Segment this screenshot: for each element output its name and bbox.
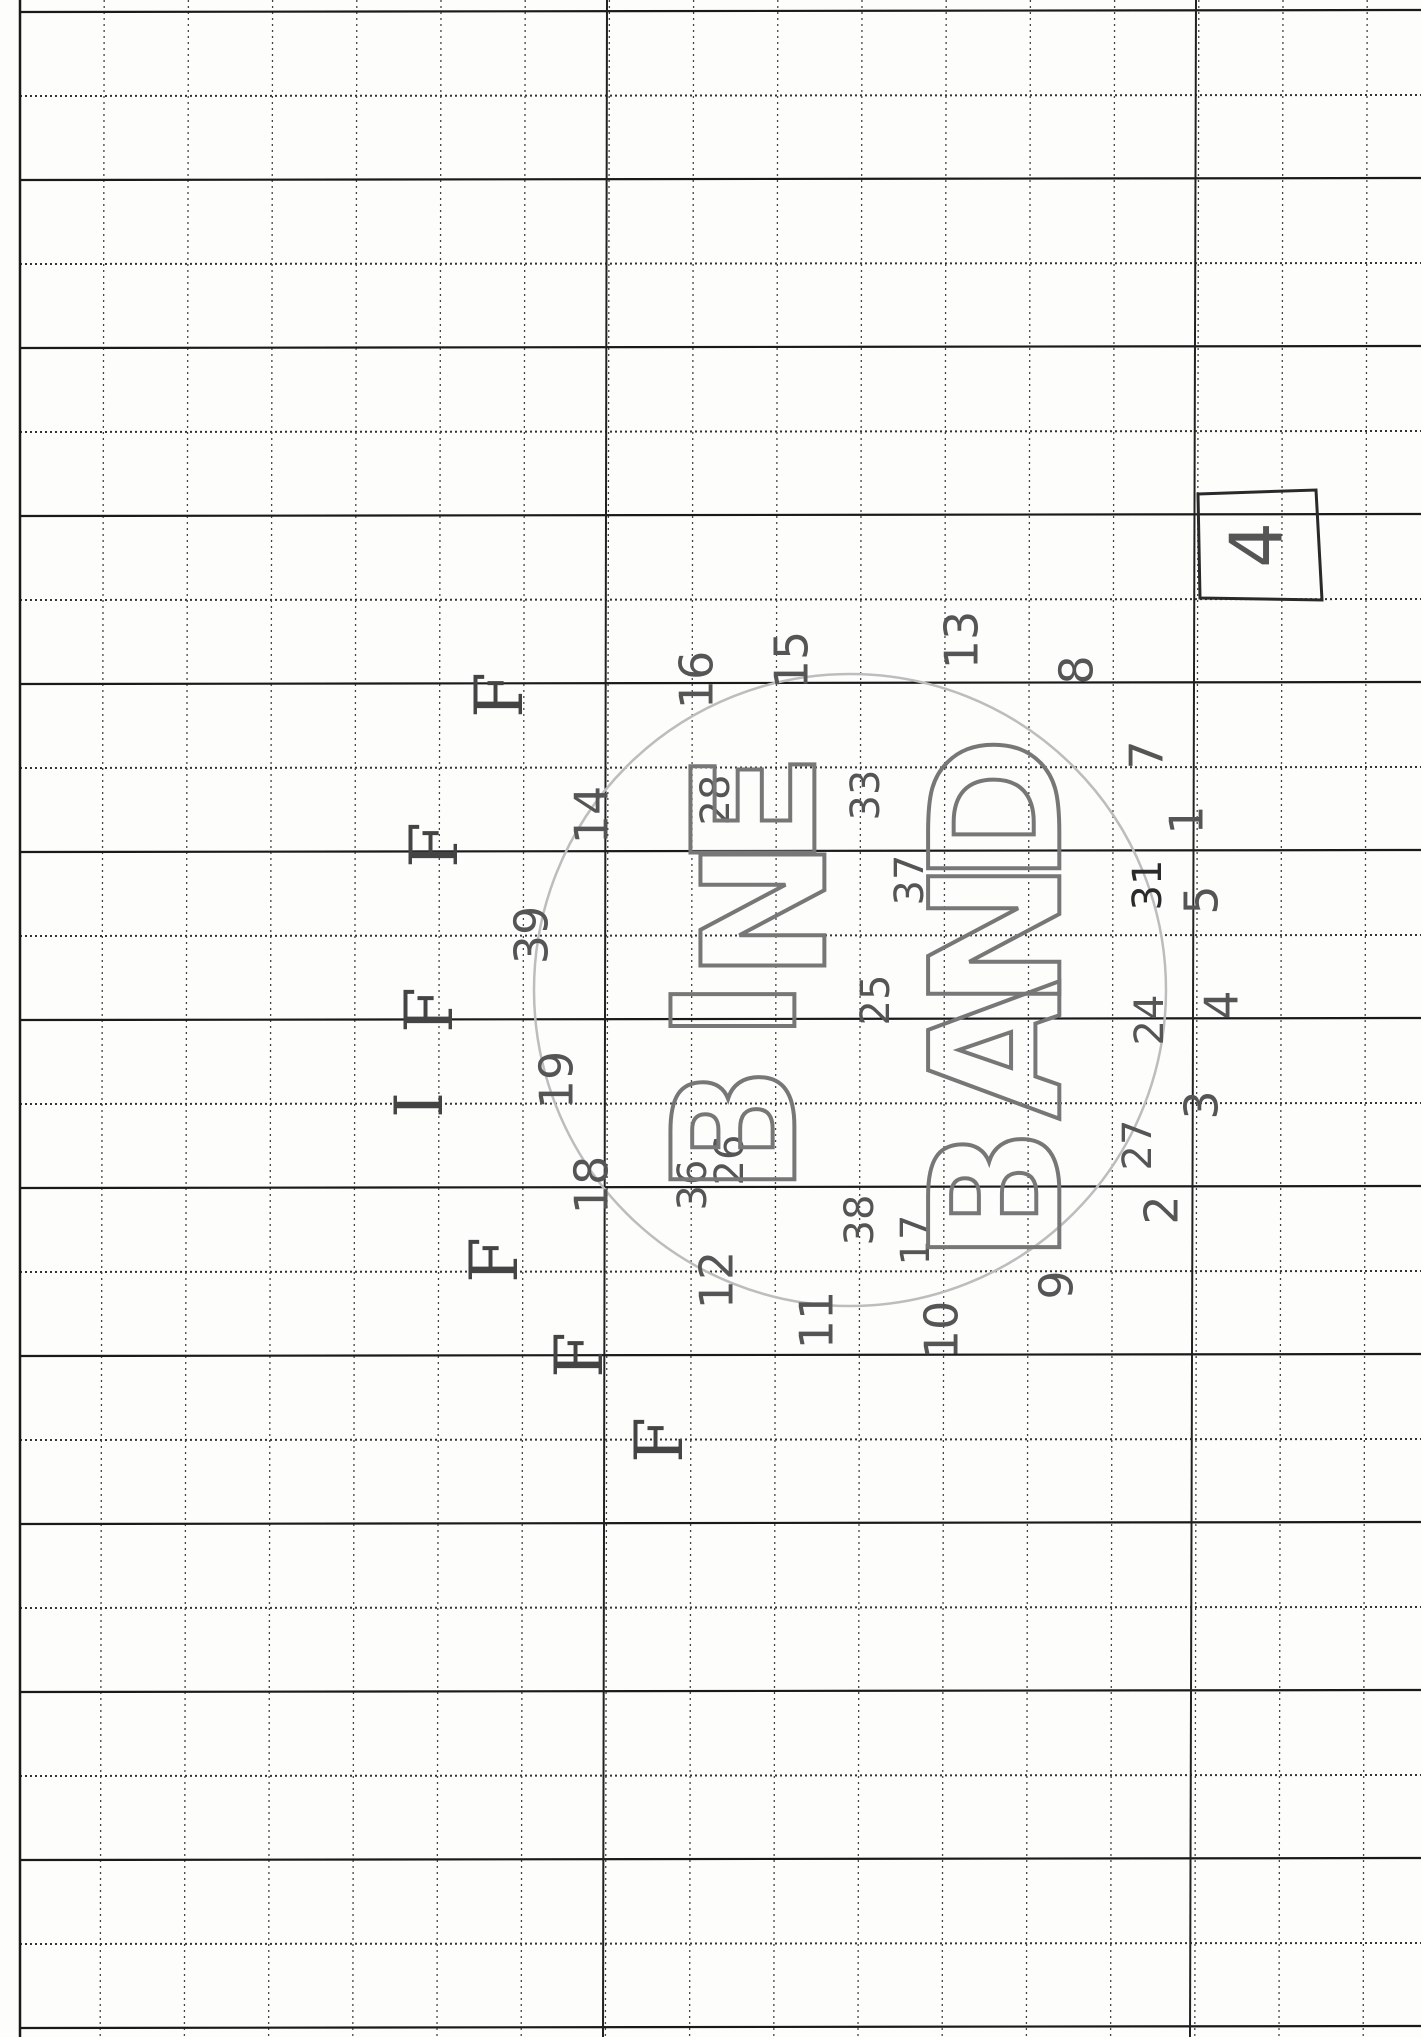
outer-number: 15 [765, 631, 819, 690]
outer-number: 13 [935, 611, 989, 670]
outer-number: 3 [1175, 1090, 1229, 1119]
inner-number: 27 [1115, 1120, 1161, 1171]
inner-number: 24 [1127, 995, 1173, 1046]
outer-number: 11 [790, 1291, 844, 1350]
page-number: 4 [1215, 522, 1299, 568]
inner-number: 25 [853, 975, 899, 1026]
outer-number: 5 [1175, 885, 1229, 914]
outer-number: 9 [1030, 1270, 1084, 1299]
f-mark: F [461, 672, 538, 718]
outer-number: 7 [1120, 740, 1174, 769]
outer-number: 2 [1135, 1195, 1189, 1224]
word-top-letter: I [637, 978, 835, 1041]
dotted-grid-line [20, 1607, 1421, 1608]
word-top-letter: E [657, 752, 855, 868]
major-grid-line [20, 1522, 1421, 1524]
word-bottom-letter: D [893, 735, 1102, 884]
dotted-grid-line [20, 1943, 1421, 1944]
dotted-grid-line [20, 431, 1421, 432]
dotted-grid-line [20, 263, 1421, 264]
outer-number: 16 [670, 651, 724, 710]
outer-number: 14 [565, 786, 619, 845]
word-top-letter: B [637, 1065, 835, 1195]
outer-number: 19 [530, 1051, 584, 1110]
f-mark: F [621, 1417, 698, 1463]
outer-number: 8 [1050, 655, 1104, 684]
major-grid-line [20, 514, 1421, 516]
major-grid-line [20, 346, 1421, 348]
major-grid-line [20, 178, 1421, 180]
outer-number: 12 [690, 1251, 744, 1310]
dotted-grid-column [269, 0, 273, 2037]
major-grid-line [20, 1354, 1421, 1356]
f-mark: F [396, 822, 473, 868]
f-mark: F [456, 1237, 533, 1283]
outer-number: 10 [915, 1301, 969, 1360]
major-grid-line [20, 2026, 1421, 2028]
dotted-grid-line [20, 95, 1421, 96]
word-bottom-letter: B [893, 1126, 1102, 1263]
outer-number: 39 [505, 906, 559, 965]
outer-number: 18 [565, 1156, 619, 1215]
f-mark: F [541, 1332, 618, 1378]
major-grid-line [20, 1690, 1421, 1692]
dotted-grid-column [100, 0, 104, 2037]
inner-number: 31 [1125, 860, 1171, 911]
f-mark: F [391, 987, 468, 1033]
outer-number: 4 [1195, 990, 1249, 1019]
dotted-grid-column [184, 0, 188, 2037]
dotted-grid-line [20, 1439, 1421, 1440]
major-grid-line [20, 10, 1421, 12]
page-number-box: 4 [1198, 490, 1322, 600]
f-mark: I [381, 1092, 458, 1118]
outer-number: 1 [1160, 805, 1214, 834]
inner-number: 38 [837, 1195, 883, 1246]
dotted-grid-line [20, 1775, 1421, 1776]
major-grid-line [20, 1858, 1421, 1860]
